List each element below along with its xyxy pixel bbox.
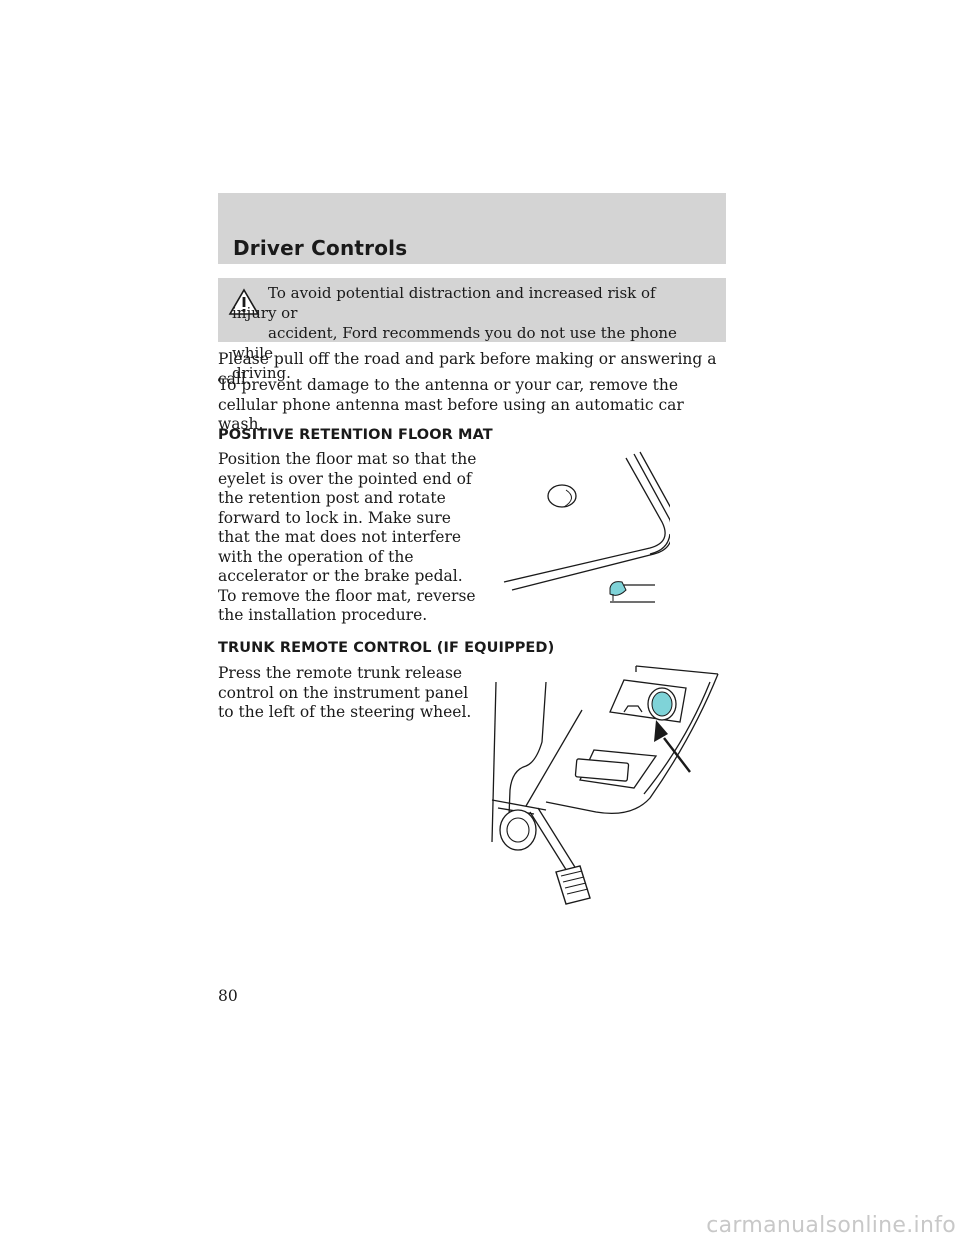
floor-mat-paragraph: Position the floor mat so that the eyele…	[218, 450, 477, 624]
section-header-band	[218, 193, 726, 264]
section-title: Driver Controls	[233, 236, 408, 260]
trunk-release-illustration	[491, 665, 719, 905]
pointer-arrow-icon	[654, 720, 691, 773]
warning-line-1: To avoid potential distraction and incre…	[232, 284, 656, 322]
footer-brand[interactable]: carmanualsonline.info	[706, 1213, 956, 1238]
antenna-paragraph: To prevent damage to the antenna or your…	[218, 376, 684, 433]
floor-mat-heading: POSITIVE RETENTION FLOOR MAT	[218, 427, 493, 443]
brake-pedal	[499, 807, 591, 905]
warning-text: To avoid potential distraction and incre…	[232, 283, 702, 383]
hood-release-lever	[574, 758, 630, 782]
warning-line-3: driving.	[232, 364, 291, 382]
trunk-remote-heading: TRUNK REMOTE CONTROL (IF EQUIPPED)	[218, 640, 555, 656]
warning-box	[218, 278, 726, 342]
warning-triangle-icon	[228, 288, 260, 315]
page-number: 80	[218, 987, 238, 1005]
retention-post	[609, 581, 655, 603]
trunk-remote-paragraph: Press the remote trunk release control o…	[218, 664, 472, 721]
warning-line-2: accident, Ford recommends you do not use…	[232, 324, 677, 362]
mat-eyelet	[547, 484, 577, 508]
floor-mat-illustration	[503, 451, 670, 603]
trunk-release-button	[623, 687, 677, 721]
phone-park-paragraph: Please pull off the road and park before…	[218, 350, 717, 388]
